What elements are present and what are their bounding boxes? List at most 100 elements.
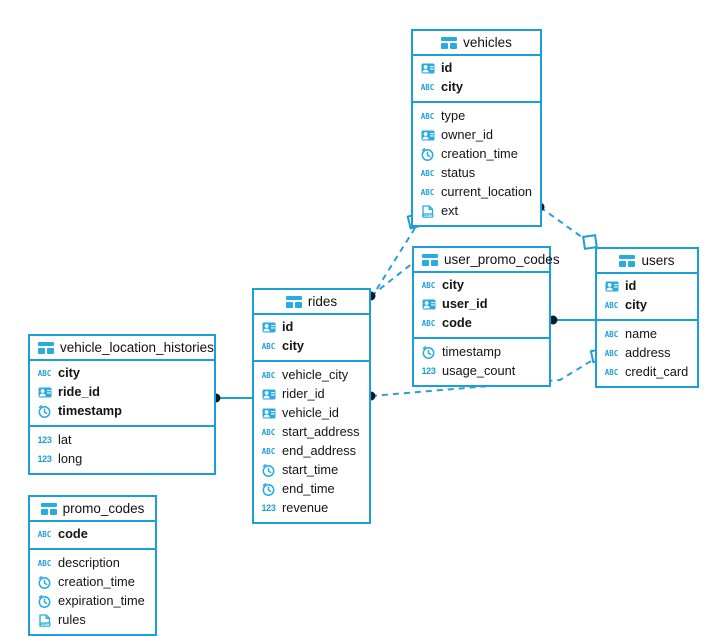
- column-row[interactable]: 123 usage_count: [414, 362, 549, 381]
- column-row[interactable]: ABC city: [30, 364, 214, 383]
- column-block: ABC vehicle_city rider_id vehicle_id ABC…: [254, 362, 369, 522]
- connector-user-promo-codes-users: [548, 315, 595, 325]
- column-row[interactable]: 123 revenue: [254, 499, 369, 518]
- table-title: rides: [307, 294, 338, 309]
- column-name: code: [58, 526, 88, 542]
- table-header-user-promo-codes: user_promo_codes: [414, 248, 560, 273]
- column-row[interactable]: ABC city: [413, 78, 540, 97]
- column-name: start_address: [282, 424, 360, 440]
- column-row[interactable]: id: [413, 59, 540, 78]
- abc-icon: ABC: [604, 367, 619, 377]
- column-row[interactable]: ABC city: [597, 296, 697, 315]
- table-grid-icon: [285, 295, 302, 308]
- column-row[interactable]: ride_id: [30, 383, 214, 402]
- column-row[interactable]: start_time: [254, 461, 369, 480]
- column-row[interactable]: expiration_time: [30, 592, 155, 611]
- table-user-promo-codes[interactable]: user_promo_codes ABC city user_id ABC co…: [412, 246, 560, 387]
- column-name: rider_id: [282, 386, 325, 402]
- table-header-promo-codes: promo_codes: [30, 497, 155, 522]
- column-row[interactable]: JSON ext: [413, 202, 540, 221]
- column-name: usage_count: [442, 363, 516, 379]
- column-row[interactable]: ABC start_address: [254, 423, 369, 442]
- column-row[interactable]: ABC address: [597, 344, 697, 363]
- table-vehicle-location-histories[interactable]: vehicle_location_histories ABC city ride…: [28, 334, 216, 475]
- column-name: type: [441, 108, 466, 124]
- table-promo-codes[interactable]: promo_codes ABC code ABC description cre…: [28, 495, 157, 636]
- column-row[interactable]: ABC code: [30, 525, 155, 544]
- connector-rides-user-promo-codes: [366, 261, 415, 301]
- id-badge-icon: [421, 298, 436, 312]
- table-title: user_promo_codes: [444, 252, 560, 267]
- table-title: users: [641, 253, 675, 268]
- primary-key-block: ABC city user_id ABC code: [414, 273, 549, 339]
- column-name: ext: [441, 203, 459, 219]
- id-badge-icon: [604, 280, 619, 294]
- column-row[interactable]: id: [254, 318, 369, 337]
- table-grid-icon: [441, 36, 458, 49]
- column-row[interactable]: ABC credit_card: [597, 363, 697, 382]
- column-name: code: [442, 315, 472, 331]
- column-name: id: [441, 60, 453, 76]
- column-row[interactable]: ABC current_location: [413, 183, 540, 202]
- column-block: ABC name ABC address ABC credit_card: [597, 321, 697, 386]
- column-name: id: [282, 319, 294, 335]
- table-users[interactable]: users id ABC city ABC name ABC address: [595, 247, 699, 388]
- json-icon: JSON: [420, 205, 435, 219]
- column-row[interactable]: creation_time: [30, 573, 155, 592]
- column-name: description: [58, 555, 120, 571]
- abc-icon: ABC: [420, 111, 435, 121]
- column-row[interactable]: ABC city: [414, 276, 549, 295]
- column-row[interactable]: rider_id: [254, 385, 369, 404]
- column-row[interactable]: ABC type: [413, 107, 540, 126]
- column-row[interactable]: 123 lat: [30, 431, 214, 450]
- column-row[interactable]: ABC vehicle_city: [254, 366, 369, 385]
- column-block: timestamp 123 usage_count: [414, 339, 549, 385]
- column-name: name: [625, 326, 658, 342]
- column-row[interactable]: timestamp: [414, 343, 549, 362]
- column-block: ABC description creation_time expiration…: [30, 550, 155, 634]
- table-title: vehicle_location_histories: [60, 340, 214, 355]
- abc-icon: ABC: [37, 368, 52, 378]
- column-row[interactable]: ABC code: [414, 314, 549, 333]
- column-name: revenue: [282, 500, 329, 516]
- column-row[interactable]: end_time: [254, 480, 369, 499]
- clock-icon: [261, 483, 276, 497]
- column-row[interactable]: ABC city: [254, 337, 369, 356]
- table-header-users: users: [597, 249, 697, 274]
- column-row[interactable]: user_id: [414, 295, 549, 314]
- column-row[interactable]: creation_time: [413, 145, 540, 164]
- connector-vehicles-users: [535, 202, 598, 250]
- id-badge-icon: [37, 386, 52, 400]
- json-icon: JSON: [37, 614, 52, 628]
- connector-vehicle-location-histories-rides: [211, 393, 252, 403]
- clock-icon: [421, 346, 436, 360]
- svg-text:JSON: JSON: [40, 623, 49, 627]
- column-block: 123 lat 123 long: [30, 427, 214, 473]
- number-icon: 123: [421, 366, 436, 376]
- primary-key-block: ABC city ride_id timestamp: [30, 361, 214, 427]
- number-icon: 123: [37, 454, 52, 464]
- column-row[interactable]: ABC description: [30, 554, 155, 573]
- column-row[interactable]: id: [597, 277, 697, 296]
- table-header-vehicle-location-histories: vehicle_location_histories: [30, 336, 214, 361]
- column-row[interactable]: ABC end_address: [254, 442, 369, 461]
- column-row[interactable]: 123 long: [30, 450, 214, 469]
- column-row[interactable]: owner_id: [413, 126, 540, 145]
- column-name: vehicle_id: [282, 405, 339, 421]
- column-block: ABC type owner_id creation_time ABC stat…: [413, 103, 540, 225]
- column-name: rules: [58, 612, 86, 628]
- abc-icon: ABC: [37, 558, 52, 568]
- abc-icon: ABC: [37, 529, 52, 539]
- column-row[interactable]: timestamp: [30, 402, 214, 421]
- column-name: start_time: [282, 462, 339, 478]
- column-row[interactable]: vehicle_id: [254, 404, 369, 423]
- column-name: credit_card: [625, 364, 689, 380]
- table-vehicles[interactable]: vehicles id ABC city ABC type: [411, 29, 542, 227]
- abc-icon: ABC: [261, 446, 276, 456]
- column-row[interactable]: ABC status: [413, 164, 540, 183]
- column-row[interactable]: JSON rules: [30, 611, 155, 630]
- column-name: vehicle_city: [282, 367, 349, 383]
- column-row[interactable]: ABC name: [597, 325, 697, 344]
- table-rides[interactable]: rides id ABC city ABC vehicle_city: [252, 288, 371, 524]
